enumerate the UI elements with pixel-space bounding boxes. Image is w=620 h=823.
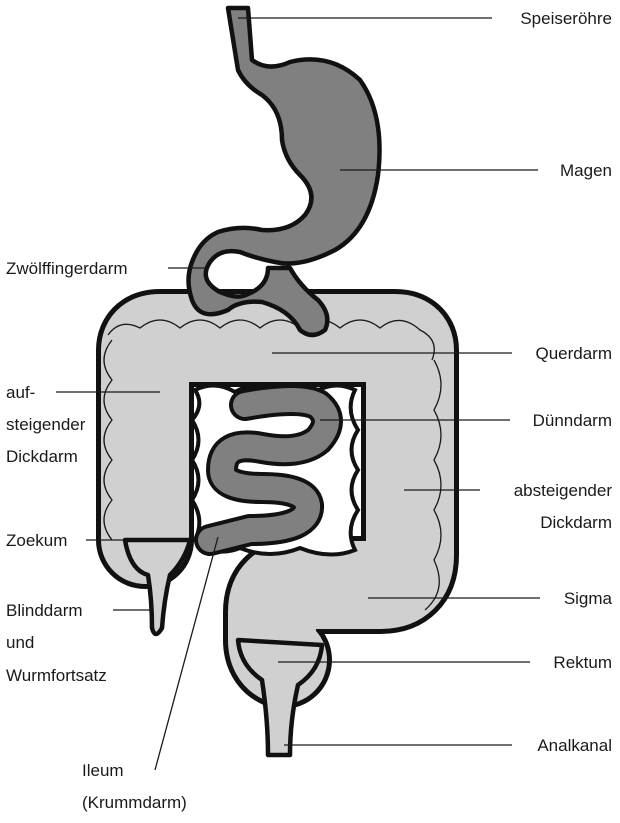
label-blinddarm-line1: Blinddarm — [6, 601, 83, 620]
label-aufsteigender-line1: auf- — [6, 383, 35, 402]
label-ileum-line1: Ileum — [82, 761, 124, 780]
stomach — [189, 8, 380, 335]
label-zoekum: Zoekum — [6, 531, 67, 550]
label-duenndarm: Dünndarm — [533, 411, 612, 430]
label-speiseroehre: Speiseröhre — [520, 9, 612, 28]
label-aufsteigender-line2: steigender — [6, 415, 86, 434]
digestive-organs — [104, 8, 441, 755]
label-rektum: Rektum — [553, 653, 612, 672]
label-zwoelffingerdarm: Zwölffingerdarm — [6, 259, 128, 278]
label-absteigender-line1: absteigender — [514, 481, 613, 500]
label-aufsteigender-line3: Dickdarm — [6, 447, 78, 466]
label-querdarm: Querdarm — [535, 344, 612, 363]
label-blinddarm-line3: Wurmfortsatz — [6, 666, 107, 685]
label-absteigender-line2: Dickdarm — [540, 513, 612, 532]
label-analkanal: Analkanal — [537, 736, 612, 755]
label-ileum-line2: (Krummdarm) — [82, 793, 187, 812]
stomach-group — [189, 8, 380, 335]
label-magen: Magen — [560, 161, 612, 180]
label-sigma: Sigma — [564, 589, 613, 608]
label-blinddarm-line2: und — [6, 633, 34, 652]
